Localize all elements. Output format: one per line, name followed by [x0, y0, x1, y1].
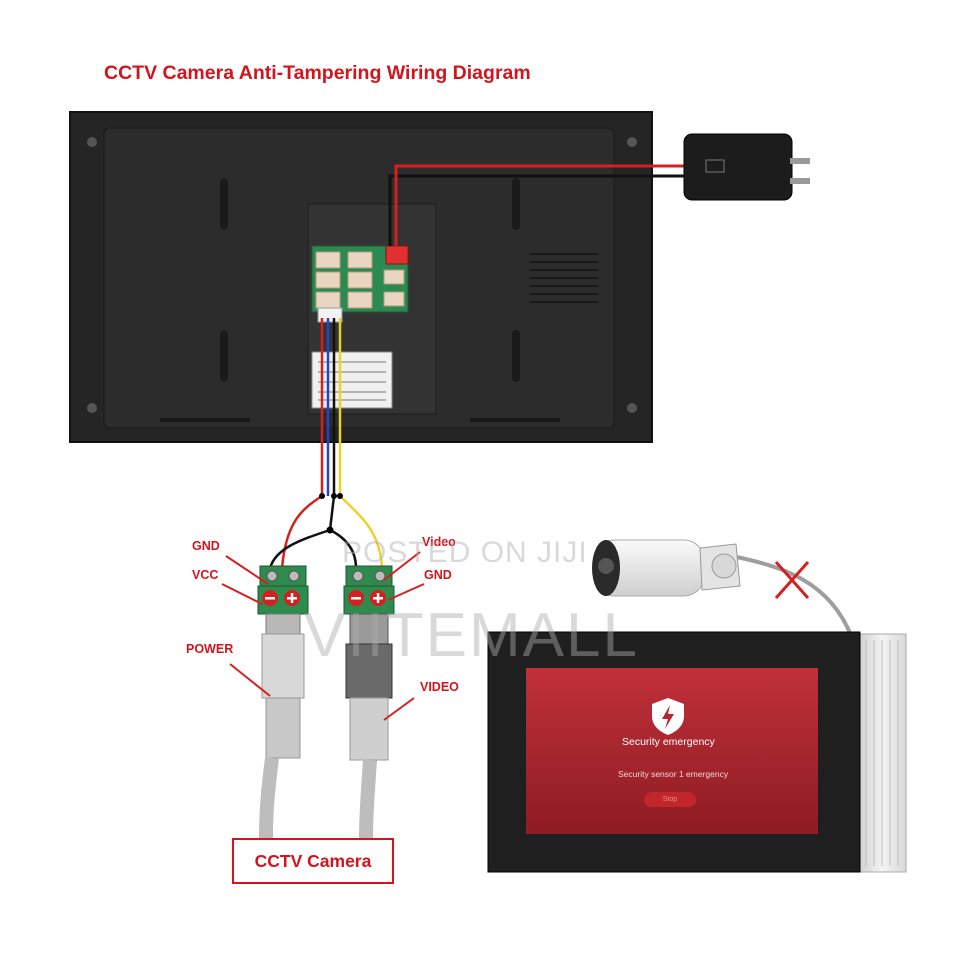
diagram-title: CCTV Camera Anti-Tampering Wiring Diagra… — [104, 62, 531, 84]
video-label: VIDEO — [420, 680, 459, 694]
mount-slot-icon — [220, 178, 520, 382]
power-label: POWER — [186, 642, 234, 656]
gnd-label-left: GND — [192, 539, 220, 553]
speaker-grille — [530, 253, 598, 303]
vcc-label: VCC — [192, 568, 219, 582]
label-sticker — [311, 351, 393, 409]
x-cut-icon — [774, 561, 810, 599]
shield-lightning-icon — [652, 698, 684, 735]
video-connector — [343, 565, 395, 839]
cctv-camera-label-box: CCTV Camera — [232, 838, 394, 884]
video-label-top: Video — [422, 535, 456, 549]
power-terminal — [385, 245, 409, 265]
wire-split — [268, 494, 384, 569]
stop-button[interactable]: Stop — [644, 792, 696, 807]
cable-plug — [317, 307, 343, 323]
gnd-label-right: GND — [424, 568, 452, 582]
power-connector — [257, 565, 309, 839]
screen-heading: Security emergency — [622, 736, 715, 748]
power-adapter — [388, 133, 810, 246]
screw-icon — [87, 137, 637, 413]
terminal-block — [315, 251, 405, 309]
screen-message: Security sensor 1 emergency — [618, 769, 729, 779]
wire-bundle — [320, 318, 342, 496]
pointer-lines — [221, 551, 425, 721]
front-monitor — [487, 631, 907, 873]
monitor-back-panel — [69, 111, 653, 443]
cctv-camera — [592, 539, 854, 639]
